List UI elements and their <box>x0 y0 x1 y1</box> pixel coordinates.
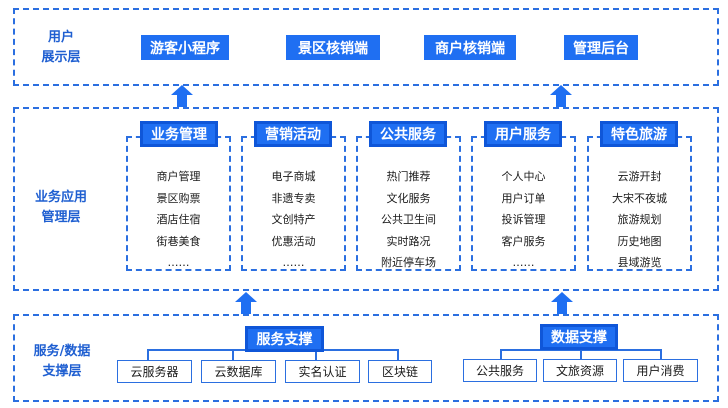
visitor-miniprogram-box: 游客小程序 <box>141 35 229 60</box>
list-item: 电子商城 <box>271 170 316 183</box>
featured-tourism-card: 云游开封 大宋不夜城 旅游规划 历史地图 县域游览 <box>587 136 692 271</box>
list-item: 景区购票 <box>156 191 201 205</box>
support-item: 实名认证 <box>285 360 360 383</box>
business-management-card: 商户管理 景区购票 酒店住宿 街巷美食 …… <box>126 136 231 271</box>
list-item: 热门推荐 <box>386 170 431 183</box>
list-item: …… <box>282 256 305 269</box>
list-item: 附近停车场 <box>381 256 436 269</box>
list-item: 历史地图 <box>617 234 662 248</box>
list-item: 文创特产 <box>271 213 316 226</box>
list-item: 优惠活动 <box>271 234 316 248</box>
list-item: 云游开封 <box>617 170 662 183</box>
list-item: 酒店住宿 <box>156 213 201 226</box>
connector-line <box>580 349 582 359</box>
connector-line <box>147 349 149 360</box>
merchant-verify-box: 商户核销端 <box>424 35 516 60</box>
support-item: 用户消费 <box>623 359 698 382</box>
marketing-card: 电子商城 非遗专卖 文创特产 优惠活动 …… <box>241 136 346 271</box>
list-item: 投诉管理 <box>501 213 546 226</box>
support-item: 文旅资源 <box>543 359 617 382</box>
arrow-up-icon <box>550 85 572 107</box>
list-item: 个人中心 <box>501 170 546 183</box>
list-item: 非遗专卖 <box>271 191 316 205</box>
user-service-card: 个人中心 用户订单 投诉管理 客户服务 …… <box>471 136 576 271</box>
list-item: 实时路况 <box>386 234 431 248</box>
connector-line <box>232 349 234 360</box>
admin-console-box: 管理后台 <box>564 35 638 60</box>
list-item: 大宋不夜城 <box>612 191 667 205</box>
arrow-up-icon <box>235 292 257 314</box>
support-item: 公共服务 <box>463 359 537 382</box>
featured-tourism-title: 特色旅游 <box>600 121 678 147</box>
user-service-title: 用户服务 <box>484 121 562 147</box>
arrow-up-icon <box>551 292 573 314</box>
user-display-layer <box>13 8 719 86</box>
scenic-verify-box: 景区核销端 <box>286 35 380 60</box>
support-layer-label: 服务/数据 支撑层 <box>33 344 91 379</box>
connector-line <box>397 349 399 360</box>
connector-line <box>315 349 317 360</box>
list-item: 用户订单 <box>501 191 546 205</box>
list-item: 客户服务 <box>501 234 546 248</box>
list-item: …… <box>512 256 535 269</box>
list-item: …… <box>167 256 190 269</box>
public-service-card: 热门推荐 文化服务 公共卫生间 实时路况 附近停车场 <box>356 136 461 271</box>
connector-line <box>500 349 502 359</box>
business-app-layer-label: 业务应用 管理层 <box>34 190 87 225</box>
list-item: 公共卫生间 <box>381 213 436 226</box>
data-support-title: 数据支撑 <box>540 324 618 350</box>
arrow-up-icon <box>171 85 193 107</box>
user-display-layer-label: 用户 展示层 <box>41 30 81 65</box>
list-item: 商户管理 <box>156 170 201 183</box>
support-item: 云数据库 <box>201 360 276 383</box>
list-item: 县域游览 <box>617 256 662 269</box>
support-item: 区块链 <box>368 360 432 383</box>
support-layer <box>13 314 719 402</box>
list-item: 街巷美食 <box>156 234 201 248</box>
business-app-layer <box>13 107 719 291</box>
business-management-title: 业务管理 <box>140 121 218 147</box>
support-item: 云服务器 <box>117 360 192 383</box>
marketing-title: 营销活动 <box>254 121 332 147</box>
list-item: 旅游规划 <box>617 213 662 226</box>
connector-line <box>660 349 662 359</box>
service-support-title: 服务支撑 <box>245 326 324 352</box>
public-service-title: 公共服务 <box>369 121 447 147</box>
list-item: 文化服务 <box>386 191 431 205</box>
